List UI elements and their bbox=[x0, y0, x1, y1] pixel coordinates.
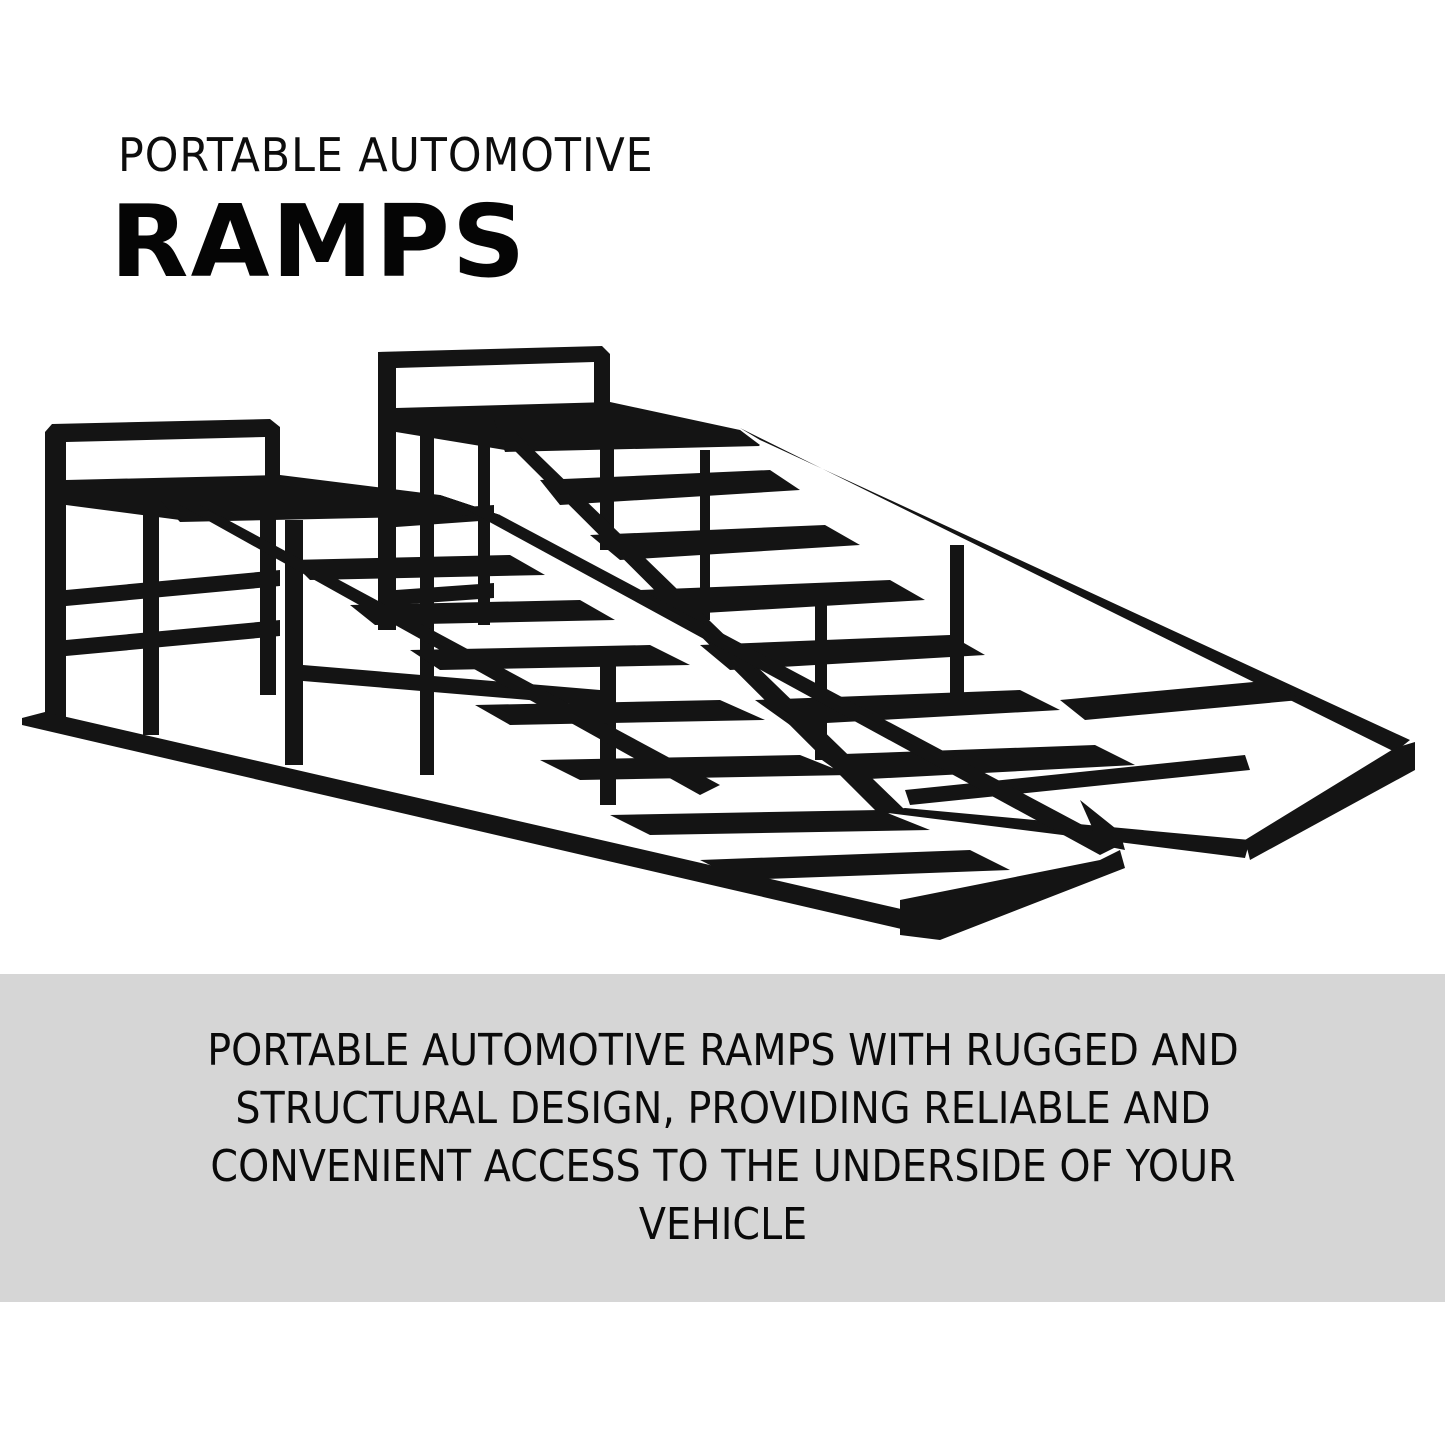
heading-subtitle: PORTABLE AUTOMOTIVE bbox=[118, 128, 654, 182]
description-band: PORTABLE AUTOMOTIVE RAMPS WITH RUGGED AN… bbox=[0, 974, 1445, 1302]
heading-title: RAMPS bbox=[110, 183, 528, 300]
product-description: PORTABLE AUTOMOTIVE RAMPS WITH RUGGED AN… bbox=[206, 1025, 1239, 1250]
product-image-car-ramps bbox=[0, 330, 1445, 970]
